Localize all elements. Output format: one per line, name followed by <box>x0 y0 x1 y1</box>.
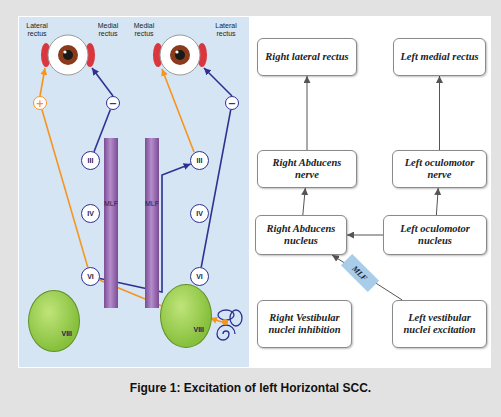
connector-arrow <box>307 76 308 150</box>
mlf-tract: MLF <box>145 138 159 308</box>
node-text: VI <box>87 273 94 280</box>
highlight <box>175 50 178 53</box>
excitatory-wire <box>162 69 194 152</box>
inhibition-sign: − <box>106 96 120 110</box>
node-text: Right Abducens nerve <box>262 157 352 181</box>
nucleus-circle: VI <box>81 267 100 286</box>
pupil <box>175 50 185 60</box>
flow-box: Right lateral rectus <box>257 38 357 76</box>
connector-arrow <box>303 188 306 215</box>
inhibitory-wire <box>92 68 113 96</box>
eyeball <box>48 35 88 75</box>
vestibular-ganglion: VIII <box>160 284 212 348</box>
node-text: Left oculomotor nerve <box>397 157 482 181</box>
cochlea <box>217 325 235 340</box>
connector-arrow <box>439 76 440 150</box>
node-text: VIII <box>61 330 72 337</box>
connector-arrow <box>347 235 383 236</box>
figure-caption: Figure 1: Excitation of left Horizontal … <box>0 381 501 395</box>
nucleus-circle: IV <box>190 204 209 223</box>
node-text: Right Abducens nucleus <box>260 223 342 247</box>
connector-arrow <box>42 110 88 268</box>
mlf-tract: MLF <box>104 138 118 308</box>
node-text: Left medial rectus <box>400 51 478 63</box>
eyeball <box>160 35 200 75</box>
node-text: III <box>197 157 203 164</box>
vestibular-ganglion: VIII <box>28 290 80 352</box>
node-text: MLF <box>351 264 370 283</box>
connector-arrow <box>436 188 438 215</box>
node-text: − <box>109 98 117 109</box>
node-text: VI <box>196 273 203 280</box>
node-text: III <box>88 157 94 164</box>
inner-ear-symbol <box>217 310 242 340</box>
eye-symbol <box>41 35 95 75</box>
nucleus-circle: III <box>81 151 100 170</box>
eye-symbol <box>153 35 207 75</box>
iris <box>170 45 190 65</box>
node-text: IV <box>87 210 94 217</box>
flow-box: Right Abducens nucleus <box>255 215 347 255</box>
excitatory-wire <box>40 68 45 96</box>
node-text: VIII <box>193 326 204 333</box>
node-text: Right lateral rectus <box>265 51 348 63</box>
flow-box: Right Vestibular nuclei inhibition <box>257 300 352 348</box>
iris <box>58 45 78 65</box>
muscle-label: Medial rectus <box>92 22 124 37</box>
flow-box: Left vestibular nuclei excitation <box>392 300 487 348</box>
node-text: MLF <box>145 200 159 207</box>
nucleus-circle: IV <box>81 204 100 223</box>
node-text: − <box>228 98 236 109</box>
excitation-sign: + <box>33 96 47 110</box>
highlight <box>63 50 66 53</box>
muscle-label: Lateral rectus <box>20 22 54 37</box>
node-text: Right Vestibular nuclei inhibition <box>262 312 347 336</box>
node-text: MLF <box>104 200 118 207</box>
muscle-label: Lateral rectus <box>208 22 244 37</box>
pupil <box>63 50 73 60</box>
flow-box: Left oculomotor nerve <box>392 150 487 188</box>
connector-arrow <box>201 110 231 267</box>
inhibition-sign: − <box>225 96 239 110</box>
mlf-tag: MLF <box>341 254 379 292</box>
flow-box: Left oculomotor nucleus <box>383 215 487 255</box>
node-text: Left oculomotor nucleus <box>388 223 482 247</box>
inhibitory-wire <box>204 68 232 96</box>
node-text: + <box>36 98 44 109</box>
nucleus-circle: III <box>190 151 209 170</box>
node-text: IV <box>196 210 203 217</box>
flow-box: Left medial rectus <box>393 38 486 76</box>
nucleus-circle: VI <box>190 267 209 286</box>
flow-box: Right Abducens nerve <box>257 150 357 188</box>
muscle-label: Medial rectus <box>128 22 160 37</box>
ampulla <box>222 319 228 325</box>
connector-layer <box>42 76 440 306</box>
node-text: Left vestibular nuclei excitation <box>397 312 482 336</box>
canal <box>218 310 234 320</box>
